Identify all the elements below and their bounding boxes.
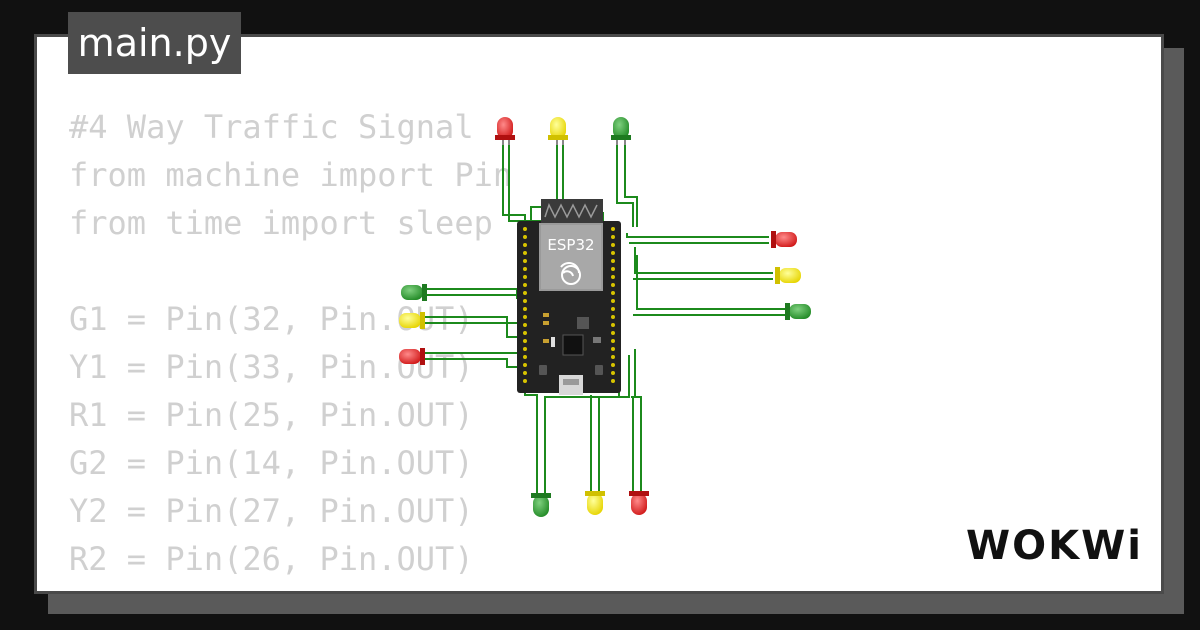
boot-button (539, 365, 547, 375)
led-left-red (399, 348, 425, 365)
code-line: #4 Way Traffic Signal (69, 108, 474, 146)
led-left-yellow (399, 312, 425, 329)
led-right-yellow (775, 267, 801, 284)
led-bottom-yellow (585, 491, 605, 515)
code-line: R1 = Pin(25, Pin.OUT) (69, 396, 474, 434)
file-tab[interactable]: main.py (68, 12, 241, 74)
right-pin-header (611, 227, 615, 383)
wokwi-logo: WOKWi (966, 523, 1143, 569)
leds (399, 117, 811, 517)
led-left-green (401, 284, 427, 301)
esp32-board: ESP32 (517, 199, 621, 395)
code-line: Y1 = Pin(33, Pin.OUT) (69, 348, 474, 386)
code-line: G2 = Pin(14, Pin.OUT) (69, 444, 474, 482)
espressif-logo-icon (560, 262, 581, 285)
led-top-yellow (548, 117, 568, 145)
led-bottom-green (531, 493, 551, 517)
led-right-green (785, 303, 811, 320)
en-button (595, 365, 603, 375)
code-line: from time import sleep (69, 204, 493, 242)
led-top-green (611, 117, 631, 145)
code-line: R2 = Pin(26, Pin.OUT) (69, 540, 474, 578)
led-right-red (771, 231, 797, 248)
board-label: ESP32 (547, 236, 594, 254)
led-bottom-red (629, 491, 649, 515)
code-line: R3 = Pin(23, Pin.OUT) (69, 583, 512, 591)
left-pin-header (523, 227, 527, 383)
code-line: G1 = Pin(32, Pin.OUT) (69, 300, 474, 338)
led-top-red (495, 117, 515, 145)
code-line: Y2 = Pin(27, Pin.OUT) (69, 492, 474, 530)
circuit-diagram: ESP32 (399, 117, 811, 517)
